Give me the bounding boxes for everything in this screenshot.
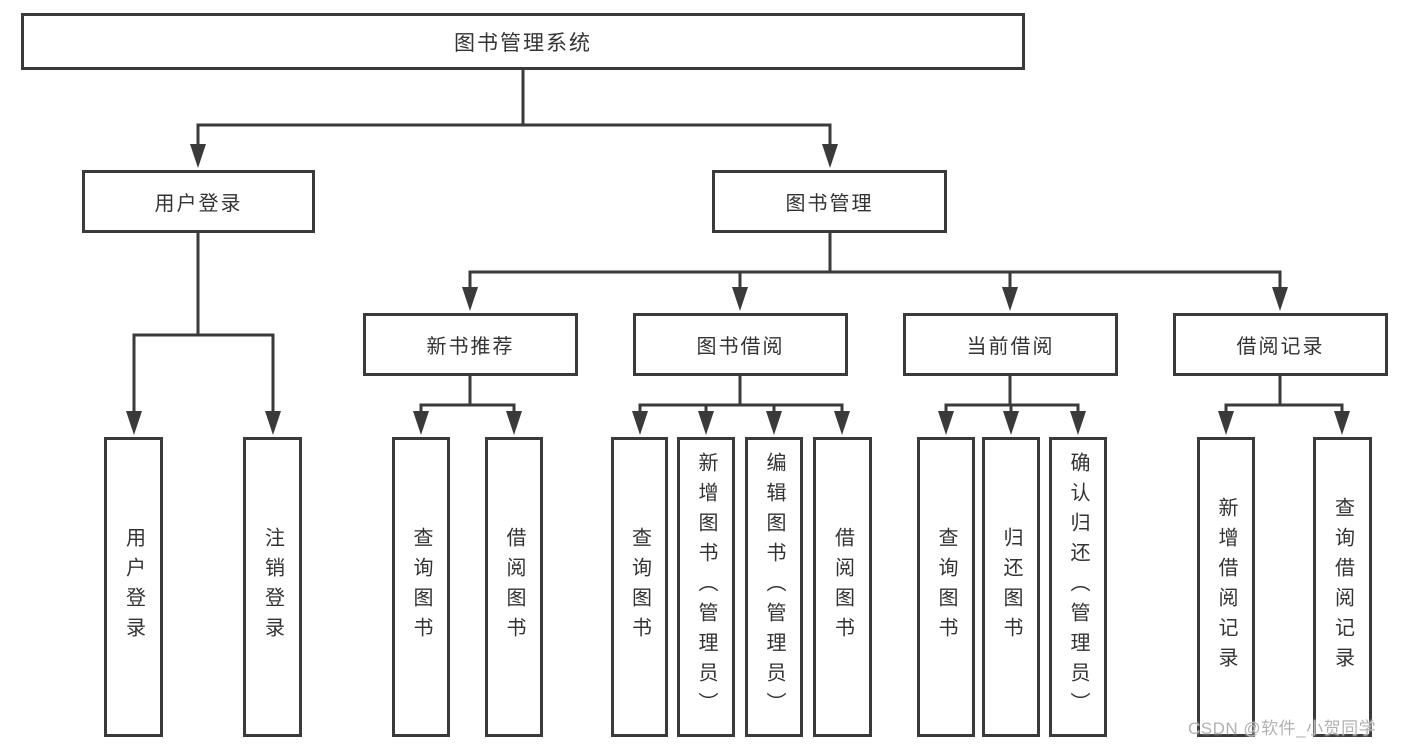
node-user-login: 用户登录: [82, 170, 315, 233]
node-current-borrowing: 当前借阅: [903, 313, 1118, 376]
arrow-down-icon: [1334, 411, 1350, 435]
arrow-down-icon: [1002, 287, 1018, 311]
leaf-return-book: 归还图书: [982, 437, 1040, 737]
leaf-user-login: 用户登录: [104, 437, 163, 737]
arrow-down-icon: [506, 411, 522, 435]
leaf-query-books: 查询图书: [611, 437, 668, 737]
node-new-book-recommendation: 新书推荐: [363, 313, 578, 376]
arrow-down-icon: [462, 287, 478, 311]
leaf-query-borrow-record: 查询借阅记录: [1313, 437, 1372, 737]
arrow-down-icon: [632, 411, 648, 435]
leaf-confirm-return-admin: 确认归还（管理员）: [1049, 437, 1107, 737]
node-book-management: 图书管理: [712, 170, 947, 233]
csdn-watermark: CSDN @软件_小贺同学: [1188, 719, 1377, 738]
leaf-add-borrow-record: 新增借阅记录: [1197, 437, 1255, 737]
node-borrowing-records: 借阅记录: [1173, 313, 1388, 376]
arrow-down-icon: [698, 411, 714, 435]
arrow-down-icon: [413, 411, 429, 435]
leaf-query-books: 查询图书: [917, 437, 975, 737]
connector-paths: [132, 70, 1344, 413]
arrow-down-icon: [938, 411, 954, 435]
leaf-add-book-admin: 新增图书（管理员）: [677, 437, 735, 737]
arrow-down-icon: [1003, 411, 1019, 435]
node-book-borrowing: 图书借阅: [633, 313, 848, 376]
arrow-down-icon: [822, 144, 838, 168]
arrow-down-icon: [190, 144, 206, 168]
arrow-down-icon: [126, 411, 142, 435]
leaf-borrow-books: 借阅图书: [485, 437, 543, 737]
arrow-down-icon: [732, 287, 748, 311]
arrowhead-icons: [126, 144, 1350, 435]
arrow-down-icon: [1070, 411, 1086, 435]
leaf-edit-book-admin: 编辑图书（管理员）: [745, 437, 803, 737]
leaf-query-books: 查询图书: [392, 437, 450, 737]
arrow-down-icon: [766, 411, 782, 435]
arrow-down-icon: [834, 411, 850, 435]
leaf-logout: 注销登录: [243, 437, 302, 737]
arrow-down-icon: [1218, 411, 1234, 435]
leaf-borrow-books: 借阅图书: [813, 437, 872, 737]
node-library-management-system: 图书管理系统: [21, 13, 1025, 70]
arrow-down-icon: [1272, 287, 1288, 311]
arrow-down-icon: [265, 411, 281, 435]
